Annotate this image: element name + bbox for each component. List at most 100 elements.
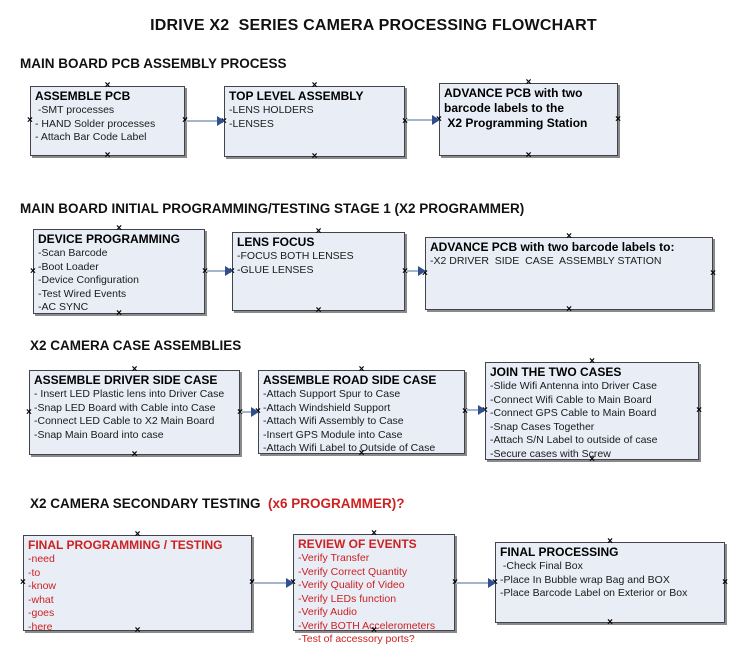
connection-point-icon: × [607,617,613,628]
section-header-black-part: X2 CAMERA SECONDARY TESTING [30,496,269,511]
box-title: DEVICE PROGRAMMING [38,232,181,246]
box-item: -know [28,580,57,592]
section-header-pcb-assembly: MAIN BOARD PCB ASSEMBLY PROCESS [20,56,287,71]
box-item: - HAND Solder processes [35,117,156,130]
box-item: -Verify Audio [298,606,357,618]
box-item: -Attach Support Spur to Case [263,388,401,400]
box-title: ADVANCE PCB with two barcode labels to t… [444,86,588,130]
flowchart-box-review-of-events[interactable]: REVIEW OF EVENTS -Verify Transfer -Verif… [290,529,458,646]
box-item: -LENSES [229,117,274,130]
box-title: ASSEMBLE PCB [35,89,131,103]
box-item: -AC SYNC [38,301,89,313]
flowchart-box-device-programming[interactable]: DEVICE PROGRAMMING -Scan Barcode -Boot L… [30,224,208,319]
box-item: -here [28,620,53,633]
arrowhead-icon [478,405,486,415]
connection-point-icon: × [30,265,36,277]
box-item: -Check Final Box [500,560,583,572]
box-title: LENS FOCUS [237,235,315,249]
connector-arrow [186,116,225,126]
connection-point-icon: × [26,406,32,418]
box-title: ASSEMBLE ROAD SIDE CASE [263,373,437,387]
box-item: -Slide Wifi Antenna into Driver Case [490,380,657,392]
box-item: -Attach Wifi Assembly to Case [263,415,404,427]
box-item: -Verify Correct Quantity [298,565,408,578]
box-item: -Snap LED Board with Cable into Case [34,401,216,414]
connection-point-icon: × [722,576,728,588]
flowchart-box-lens-focus[interactable]: LENS FOCUS -FOCUS BOTH LENSES -GLUE LENS… [229,227,408,316]
flowchart-box-final-programming-testing[interactable]: FINAL PROGRAMMING / TESTING -need -to -k… [20,530,255,636]
box-item: -Secure cases with Screw [490,447,611,460]
box-item: -Connect Wifi Cable to Main Board [490,393,652,406]
box-title: TOP LEVEL ASSEMBLY [229,89,364,103]
box-title: ADVANCE PCB with two barcode labels to: [430,240,675,254]
box-item: -Verify Quality of Video [298,579,405,591]
connector-arrow [406,266,426,276]
arrowhead-icon [225,266,233,276]
box-title: ASSEMBLE DRIVER SIDE CASE [34,373,218,387]
box-item: -Boot Loader [38,260,99,273]
box-item: -LENS HOLDERS [229,104,314,116]
box-item: - Insert LED Plastic lens into Driver Ca… [34,388,225,400]
flowchart-box-assemble-road-side-case[interactable]: ASSEMBLE ROAD SIDE CASE -Attach Support … [255,365,468,459]
flowchart-box-advance-pcb-programming-station[interactable]: ADVANCE PCB with two barcode labels to t… [436,78,621,161]
arrowhead-icon [251,407,259,417]
box-item: -Connect GPS Cable to Main Board [490,407,657,419]
box-item: -FOCUS BOTH LENSES [237,250,354,262]
box-item: -Verify BOTH Accelerometers [298,619,436,632]
connection-point-icon: × [20,577,26,588]
connector-arrow [406,115,440,125]
connector-arrow [206,266,233,276]
box-item: -Snap Main Board into case [34,428,164,441]
box-item: - Attach Bar Code Label [35,131,147,143]
box-title: FINAL PROGRAMMING / TESTING [28,538,223,552]
flowchart-box-assemble-pcb[interactable]: ASSEMBLE PCB -SMT processes - HAND Solde… [27,81,188,161]
box-item: -GLUE LENSES [237,263,314,276]
connection-point-icon: × [710,267,716,279]
box-item: -Place Barcode Label on Exterior or Box [500,587,688,599]
section-header-case-assemblies: X2 CAMERA CASE ASSEMBLIES [30,338,242,353]
connection-point-icon: × [131,449,138,460]
box-item: -Test Wired Events [38,287,127,300]
flowchart-box-final-processing[interactable]: FINAL PROCESSING -Check Final Box -Place… [492,537,728,628]
box-title: REVIEW OF EVENTS [298,537,417,551]
box-item: -Attach Windshield Support [263,401,391,414]
connection-point-icon: × [104,150,111,161]
flowchart-box-advance-pcb-case-assembly[interactable]: ADVANCE PCB with two barcode labels to: … [422,232,716,315]
connection-point-icon: × [566,304,572,315]
arrowhead-icon [488,578,496,588]
arrowhead-icon [217,116,225,126]
arrowhead-icon [432,115,440,125]
box-item: -what [28,593,54,606]
arrowhead-icon [418,266,426,276]
box-item: -Scan Barcode [38,247,108,259]
box-item: -goes [28,607,55,619]
box-item: -Snap Cases Together [490,420,595,433]
box-item: -Place In Bubble wrap Bag and BOX [500,573,670,586]
box-item: -Test of accessory ports? [298,633,415,645]
connection-point-icon: × [525,150,532,161]
box-item: -Insert GPS Module into Case [263,428,403,441]
box-item: -to [28,566,41,579]
box-item: -need [28,553,55,565]
box-item: -Verify Transfer [298,552,370,564]
box-item: -Attach Wifi Label to Outside of Case [263,442,436,454]
flowchart-box-join-two-cases[interactable]: JOIN THE TWO CASES -Slide Wifi Antenna i… [482,357,702,465]
arrowhead-icon [286,578,294,588]
connector-arrow [253,578,294,588]
section-header-red-part: (x6 PROGRAMMER)? [268,496,405,511]
box-item: -Verify LEDs function [298,592,397,605]
flowchart-box-top-level-assembly[interactable]: TOP LEVEL ASSEMBLY -LENS HOLDERS -LENSES… [221,81,408,162]
connection-point-icon: × [615,113,621,125]
connector-arrow [466,405,486,415]
connection-point-icon: × [27,115,33,126]
box-item: -SMT processes [35,104,115,116]
box-item: -Attach S/N Label to outside of case [490,434,658,446]
box-item: -Device Configuration [38,274,139,286]
connector-arrow [241,407,259,417]
flowchart-box-assemble-driver-side-case[interactable]: ASSEMBLE DRIVER SIDE CASE - Insert LED P… [26,365,243,460]
section-header-secondary-testing: X2 CAMERA SECONDARY TESTING (x6 PROGRAMM… [30,496,405,511]
box-title: JOIN THE TWO CASES [490,365,622,379]
box-title: FINAL PROCESSING [500,545,619,559]
section-header-initial-programming: MAIN BOARD INITIAL PROGRAMMING/TESTING S… [20,201,525,216]
